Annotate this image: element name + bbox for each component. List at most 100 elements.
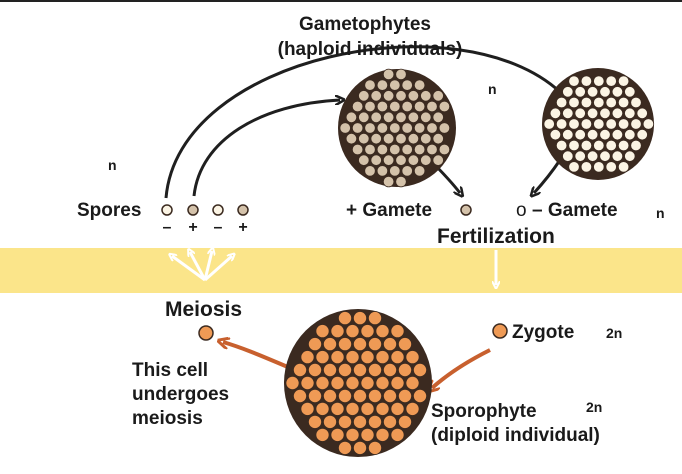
cluster-cell: [432, 111, 444, 124]
cluster-cell: [412, 362, 427, 377]
cluster-cell: [345, 111, 358, 124]
cluster-cell: [605, 96, 617, 109]
cluster-cell: [624, 150, 636, 162]
meiosis-label: Meiosis: [165, 298, 242, 321]
cluster-cell: [375, 427, 390, 442]
cluster-cell: [351, 143, 364, 156]
zygote-label: Zygote: [512, 322, 574, 343]
cluster-cell: [360, 375, 375, 390]
cluster-cell: [300, 350, 315, 365]
cluster-cell: [586, 86, 599, 98]
arrow-gametophyte-to-minus-gamete: [534, 159, 562, 193]
cluster-cell: [599, 86, 611, 98]
cluster-cell: [413, 143, 426, 156]
cluster-cell: [568, 139, 580, 152]
cluster-cell: [420, 90, 432, 102]
ploidy-label-zygote: 2n: [606, 325, 622, 341]
cluster-cell: [382, 68, 395, 81]
meiosis-arrows: [172, 251, 232, 282]
cluster-cell: [322, 362, 337, 377]
cluster-cell: [407, 90, 420, 102]
cluster-cell: [370, 111, 382, 124]
cluster-cell: [370, 90, 382, 102]
cluster-cell: [300, 375, 315, 390]
cluster-cell: [315, 375, 330, 390]
cluster-cell: [307, 362, 322, 377]
cluster-cell: [352, 362, 367, 377]
cluster-cell: [364, 79, 376, 91]
cluster-cell: [351, 100, 364, 113]
cluster-cell: [395, 111, 407, 124]
cluster-cell: [360, 324, 375, 339]
cluster-cell: [593, 118, 605, 130]
cluster-cell: [352, 414, 367, 429]
cluster-cell: [630, 118, 642, 130]
cluster-cell: [382, 175, 395, 188]
cluster-cell: [376, 165, 389, 177]
cluster-cell: [420, 154, 432, 166]
cluster-cell: [617, 75, 630, 87]
cluster-cell: [574, 150, 586, 162]
cluster-cell: [351, 122, 364, 134]
cluster-cell: [337, 337, 352, 352]
cluster-cell: [390, 350, 405, 365]
cluster-cell: [382, 414, 397, 429]
cluster-cell: [330, 350, 345, 365]
cluster-cell: [337, 440, 352, 455]
cluster-cell: [438, 100, 451, 113]
cluster-cell: [438, 122, 451, 134]
cluster-cell: [345, 350, 360, 365]
cluster-cell: [401, 79, 413, 91]
cluster-cell: [555, 118, 568, 130]
cluster-cell: [586, 128, 599, 141]
cluster-cell: [345, 324, 360, 339]
spores-label: Spores: [77, 200, 141, 221]
cluster-cell: [568, 96, 580, 109]
cluster-cell: [568, 118, 580, 130]
cluster-cell: [611, 86, 624, 98]
cluster-cell: [322, 337, 337, 352]
cluster-cell: [382, 132, 395, 145]
cluster-cell: [549, 107, 562, 120]
cluster-cell: [389, 122, 401, 134]
cluster-cell: [401, 122, 413, 134]
cluster-cell: [407, 111, 420, 124]
cluster-cell: [352, 388, 367, 403]
spore-plus-1-icon: [187, 204, 199, 216]
cluster-cell: [395, 175, 407, 188]
cluster-cell: [395, 154, 407, 166]
cluster-cell: [389, 143, 401, 156]
cluster-cell: [292, 388, 307, 403]
cluster-cell: [611, 128, 624, 141]
cluster-cell: [367, 414, 382, 429]
cluster-cell: [543, 118, 555, 130]
cluster-cell: [401, 165, 413, 177]
cluster-cell: [315, 427, 330, 442]
cluster-cell: [352, 337, 367, 352]
cluster-cell: [426, 143, 438, 156]
cluster-cell: [390, 375, 405, 390]
meiosis-cell-note-line3: meiosis: [132, 408, 203, 429]
cluster-cell: [397, 414, 412, 429]
cluster-cell: [364, 100, 376, 113]
cluster-cell: [375, 401, 390, 416]
cluster-cell: [345, 427, 360, 442]
spore-sign-2: +: [188, 219, 197, 236]
cluster-cell: [407, 132, 420, 145]
cluster-cell: [636, 128, 648, 141]
cluster-cell: [382, 362, 397, 377]
cluster-cell: [352, 440, 367, 455]
cluster-cell: [339, 122, 351, 134]
sporophyte-cell-cluster-icon: [284, 309, 432, 457]
cluster-cell: [364, 165, 376, 177]
cluster-cell: [405, 375, 420, 390]
fertilization-label: Fertilization: [437, 225, 555, 248]
cluster-cell: [370, 132, 382, 145]
cluster-cell: [397, 337, 412, 352]
meiosis-cell-note-line2: undergoes: [132, 384, 229, 405]
cluster-cell: [376, 79, 389, 91]
cluster-cell: [593, 161, 605, 173]
cluster-cell: [574, 128, 586, 141]
cluster-cell: [420, 111, 432, 124]
cluster-cell: [364, 143, 376, 156]
